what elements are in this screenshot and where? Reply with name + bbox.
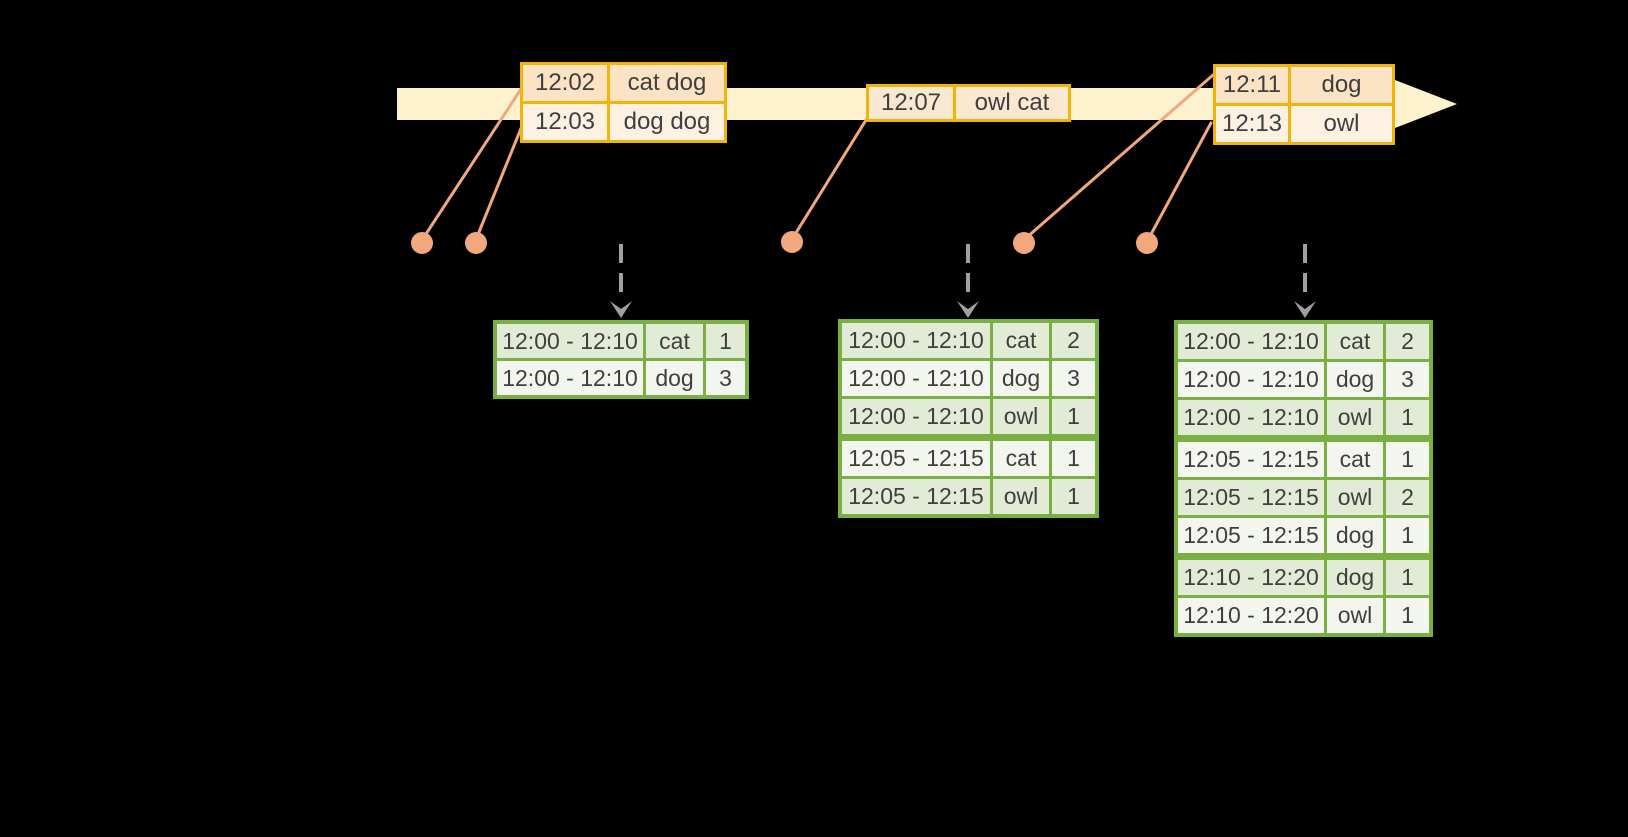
window-cell: 12:10 - 12:20 xyxy=(1178,598,1324,633)
window-cell: 12:00 - 12:10 xyxy=(842,361,990,396)
table-row: 12:05 - 12:15 cat 1 xyxy=(1178,442,1429,477)
count-cell: 1 xyxy=(1386,400,1429,435)
connector-line-1207 xyxy=(792,118,868,238)
table-row: 12:00 - 12:10 cat 2 xyxy=(1178,324,1429,359)
word-cell: owl xyxy=(1327,598,1383,633)
trigger-arrowhead-icon-3 xyxy=(1294,301,1316,318)
event-dot-1203 xyxy=(465,232,487,254)
window-cell: 12:05 - 12:15 xyxy=(1178,442,1324,477)
event-table-1: 12:02 cat dog 12:03 dog dog xyxy=(520,62,727,143)
word-cell: dog xyxy=(1327,560,1383,595)
word-cell: cat xyxy=(993,323,1049,358)
count-cell: 2 xyxy=(1386,324,1429,359)
window-cell: 12:00 - 12:10 xyxy=(497,324,643,358)
event-time: 12:11 xyxy=(1216,67,1288,103)
event-dot-1207 xyxy=(781,231,803,253)
connector-line-1203 xyxy=(475,119,526,239)
event-words: owl cat xyxy=(956,87,1068,119)
word-cell: owl xyxy=(1327,400,1383,435)
event-time: 12:13 xyxy=(1216,106,1288,142)
word-cell: owl xyxy=(1327,480,1383,515)
word-cell: dog xyxy=(646,361,703,395)
word-cell: owl xyxy=(993,479,1049,514)
event-words: dog xyxy=(1291,67,1392,103)
result-table-1: 12:00 - 12:10 cat 1 12:00 - 12:10 dog 3 xyxy=(493,320,749,399)
connector-line-1202 xyxy=(422,84,525,239)
count-cell: 2 xyxy=(1386,480,1429,515)
window-cell: 12:05 - 12:15 xyxy=(842,479,990,514)
window-cell: 12:05 - 12:15 xyxy=(842,441,990,476)
word-cell: owl xyxy=(993,399,1049,434)
trigger-arrowheads xyxy=(610,301,1316,318)
word-cell: cat xyxy=(646,324,703,358)
event-time: 12:03 xyxy=(523,104,607,140)
window-cell: 12:00 - 12:10 xyxy=(842,399,990,434)
count-cell: 1 xyxy=(1386,518,1429,553)
word-cell: cat xyxy=(1327,442,1383,477)
window-cell: 12:05 - 12:15 xyxy=(1178,518,1324,553)
table-row: 12:05 - 12:15 cat 1 xyxy=(842,441,1095,476)
table-row: 12:00 - 12:10 dog 3 xyxy=(842,361,1095,396)
event-time: 12:02 xyxy=(523,65,607,101)
event-dot-1213 xyxy=(1136,232,1158,254)
event-table-2: 12:07 owl cat xyxy=(866,84,1071,122)
event-dot-1211 xyxy=(1013,232,1035,254)
trigger-arrows xyxy=(619,244,1307,301)
count-cell: 1 xyxy=(706,324,745,358)
window-cell: 12:00 - 12:10 xyxy=(842,323,990,358)
count-cell: 2 xyxy=(1052,323,1095,358)
word-cell: dog xyxy=(1327,362,1383,397)
count-cell: 1 xyxy=(1386,560,1429,595)
word-cell: dog xyxy=(993,361,1049,396)
result-table-2: 12:00 - 12:10 cat 2 12:00 - 12:10 dog 3 … xyxy=(838,319,1099,518)
trigger-arrowhead-icon-2 xyxy=(957,301,979,318)
table-row: 12:00 - 12:10 owl 1 xyxy=(842,399,1095,434)
window-cell: 12:00 - 12:10 xyxy=(497,361,643,395)
event-table-3: 12:11 dog 12:13 owl xyxy=(1213,64,1395,145)
connector-line-1211 xyxy=(1024,73,1215,240)
table-row: 12:00 - 12:10 owl 1 xyxy=(1178,400,1429,435)
result-table-3: 12:00 - 12:10 cat 2 12:00 - 12:10 dog 3 … xyxy=(1174,320,1433,637)
table-row: 12:05 - 12:15 owl 2 xyxy=(1178,480,1429,515)
event-words: owl xyxy=(1291,106,1392,142)
table-row: 12:00 - 12:10 cat 2 xyxy=(842,323,1095,358)
window-cell: 12:00 - 12:10 xyxy=(1178,362,1324,397)
trigger-arrowhead-icon-1 xyxy=(610,301,632,318)
event-connector-lines xyxy=(422,73,1215,240)
count-cell: 3 xyxy=(1386,362,1429,397)
timeline-arrowhead-icon xyxy=(1395,80,1457,128)
table-row: 12:00 - 12:10 dog 3 xyxy=(497,361,745,395)
window-cell: 12:00 - 12:10 xyxy=(1178,324,1324,359)
table-row: 12:00 - 12:10 cat 1 xyxy=(497,324,745,358)
connector-line-1213 xyxy=(1147,121,1213,240)
count-cell: 1 xyxy=(1052,479,1095,514)
word-cell: cat xyxy=(993,441,1049,476)
word-cell: cat xyxy=(1327,324,1383,359)
count-cell: 3 xyxy=(1052,361,1095,396)
window-cell: 12:05 - 12:15 xyxy=(1178,480,1324,515)
event-time: 12:07 xyxy=(869,87,953,119)
event-words: cat dog xyxy=(610,65,724,101)
window-cell: 12:00 - 12:10 xyxy=(1178,400,1324,435)
word-cell: dog xyxy=(1327,518,1383,553)
table-row: 12:10 - 12:20 dog 1 xyxy=(1178,560,1429,595)
table-row: 12:05 - 12:15 owl 1 xyxy=(842,479,1095,514)
table-row: 12:00 - 12:10 dog 3 xyxy=(1178,362,1429,397)
window-cell: 12:10 - 12:20 xyxy=(1178,560,1324,595)
count-cell: 1 xyxy=(1386,442,1429,477)
table-row: 12:10 - 12:20 owl 1 xyxy=(1178,598,1429,633)
table-row: 12:05 - 12:15 dog 1 xyxy=(1178,518,1429,553)
count-cell: 1 xyxy=(1052,399,1095,434)
event-dots xyxy=(411,231,1158,254)
count-cell: 1 xyxy=(1052,441,1095,476)
count-cell: 1 xyxy=(1386,598,1429,633)
event-dot-1202 xyxy=(411,232,433,254)
count-cell: 3 xyxy=(706,361,745,395)
event-words: dog dog xyxy=(610,104,724,140)
